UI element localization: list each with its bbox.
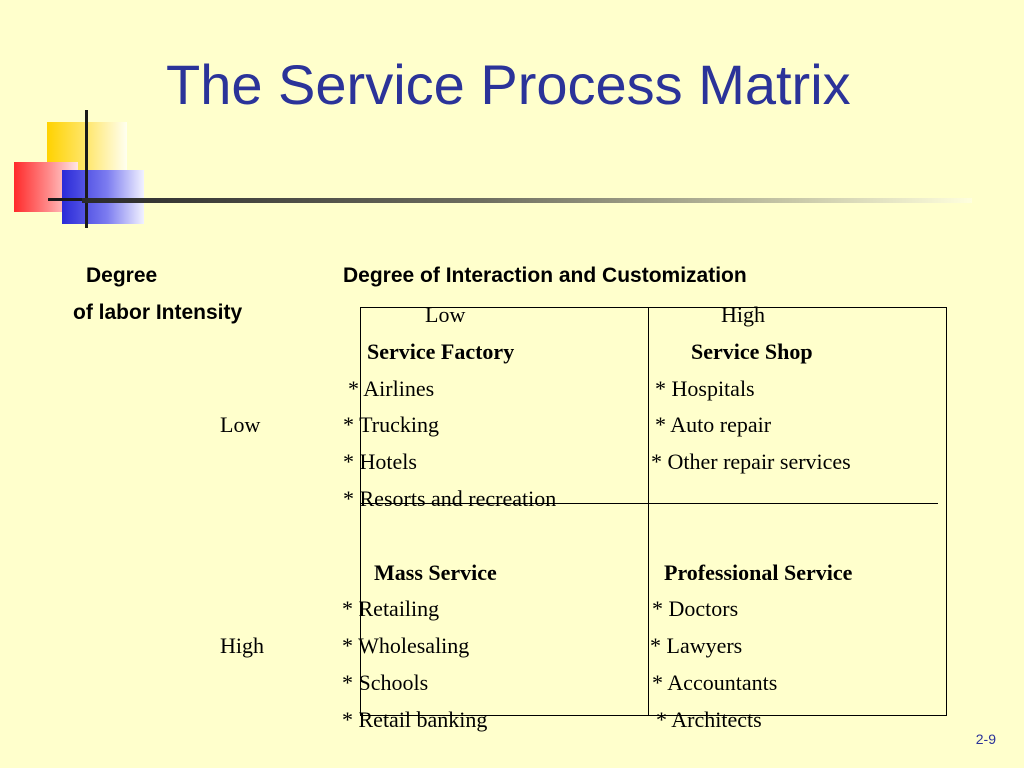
column-label-high: High — [721, 302, 765, 327]
row-axis-label-line2: of labor Intensity — [73, 301, 243, 324]
quadrant-title-mass-service: Mass Service — [374, 560, 497, 585]
table-right-border — [946, 307, 947, 716]
list-item: * Retail banking — [342, 707, 488, 732]
column-label-low: Low — [425, 302, 466, 327]
list-item: * Schools — [342, 670, 429, 695]
row-label-low: Low — [220, 412, 261, 437]
list-item: * Architects — [656, 707, 762, 732]
list-item: * Resorts and recreation — [343, 486, 557, 511]
logo-horizontal-line — [48, 198, 108, 201]
list-item: * Auto repair — [655, 412, 772, 437]
table-top-border — [360, 307, 947, 308]
quadrant-title-service-factory: Service Factory — [367, 339, 515, 364]
decorative-squares-logo — [0, 0, 160, 240]
row-label-high: High — [220, 633, 264, 658]
logo-vertical-line — [85, 110, 88, 228]
slide-title: The Service Process Matrix — [166, 53, 851, 116]
table-bottom-border — [360, 715, 947, 716]
list-item: * Trucking — [343, 412, 439, 437]
quadrant-title-professional-service: Professional Service — [664, 560, 853, 585]
list-item: * Accountants — [652, 670, 778, 695]
list-item: * Doctors — [652, 596, 739, 621]
table-left-border — [360, 307, 361, 716]
blue-square — [62, 170, 144, 224]
page-number: 2-9 — [975, 731, 996, 747]
table-middle-divider — [360, 503, 938, 504]
list-item: * Lawyers — [650, 633, 743, 658]
list-item: * Retailing — [342, 596, 440, 621]
quadrant-title-service-shop: Service Shop — [691, 339, 813, 364]
list-item: * Hospitals — [655, 376, 755, 401]
row-axis-label-line1: Degree — [86, 264, 158, 287]
list-item: * Wholesaling — [342, 633, 470, 658]
list-item: * Hotels — [343, 449, 417, 474]
table-center-divider — [648, 307, 649, 716]
list-item: * Other repair services — [651, 449, 851, 474]
column-axis-label: Degree of Interaction and Customization — [343, 264, 747, 287]
title-divider — [82, 198, 972, 203]
list-item: * Airlines — [348, 376, 435, 401]
